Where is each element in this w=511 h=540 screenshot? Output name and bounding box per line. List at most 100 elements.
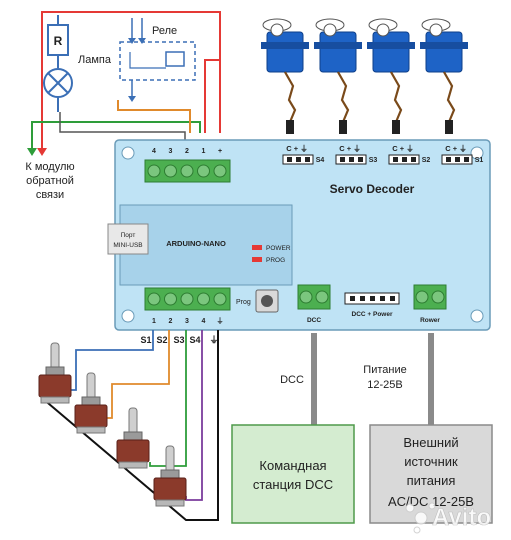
avito-watermark: Avito — [405, 502, 491, 534]
toggle-body — [116, 439, 150, 463]
header-pin — [296, 157, 301, 162]
servo-plug — [339, 120, 347, 134]
terminal-number: 3 — [185, 318, 189, 325]
mount-hole — [470, 146, 484, 160]
header-pin — [402, 157, 407, 162]
servo-body — [266, 31, 304, 73]
svg-text:MINI-USB: MINI-USB — [113, 242, 142, 249]
dcc-line-label: DCC — [280, 374, 304, 386]
terminal-screw — [197, 292, 210, 306]
led-prog-label: PROG — [266, 257, 285, 264]
toggle-terminals — [155, 499, 185, 507]
terminal-number: + — [218, 148, 222, 155]
toggle-switch-icon — [38, 342, 72, 404]
wire-label: S1 — [140, 335, 151, 345]
servo-tabs — [261, 42, 309, 49]
wire-ground — [41, 330, 219, 521]
watermark-text: Avito — [432, 504, 491, 531]
servo-header-pins: C + ⏚ — [339, 144, 360, 153]
power-label: Rower — [420, 317, 440, 324]
relay-box — [119, 41, 196, 81]
arduino-module — [119, 204, 293, 286]
servo-header-name: S4 — [316, 157, 325, 164]
servo-cable — [337, 71, 350, 123]
servo-cable — [390, 71, 403, 123]
servo-shaft — [323, 23, 337, 37]
servo-body — [319, 31, 357, 73]
command-station-1: Командная — [259, 458, 326, 473]
header-pin — [360, 296, 365, 301]
servo-cable — [443, 71, 456, 123]
servo-group — [261, 18, 468, 134]
toggle-body — [153, 477, 187, 501]
dark-wire — [59, 112, 186, 140]
wire-label: ⏚ — [209, 335, 218, 345]
servo-body — [372, 31, 410, 73]
prog-button-cap[interactable] — [261, 295, 273, 307]
header-pin — [350, 296, 355, 301]
terminal-number: 4 — [202, 318, 206, 325]
header-pin — [464, 157, 469, 162]
servo-header-name: S3 — [369, 157, 378, 164]
servo-body — [425, 31, 463, 73]
terminal-screw — [213, 292, 227, 306]
red-wire — [41, 11, 221, 150]
led-power-label: POWER — [266, 245, 291, 252]
led-power — [252, 245, 262, 250]
servo-icon — [314, 18, 362, 134]
header-pin — [340, 157, 345, 162]
wire-s1 — [70, 330, 154, 391]
toggle-nut — [45, 366, 65, 376]
header-pin — [455, 157, 460, 162]
servo-header-name: S1 — [475, 157, 484, 164]
relay-coil — [165, 51, 185, 67]
terminal-number: 3 — [169, 148, 173, 155]
header-pin — [358, 157, 363, 162]
mount-hole — [121, 146, 135, 160]
prog-label: Prog — [236, 299, 251, 306]
servo-plug — [392, 120, 400, 134]
toggle-nut — [123, 431, 143, 441]
header-pin — [287, 157, 292, 162]
terminal-number: 1 — [152, 318, 156, 325]
feedback-label-1: К модулю — [25, 161, 74, 173]
terminal-screw — [180, 292, 194, 306]
feedback-label-3: связи — [36, 189, 64, 201]
terminal-number: ⏚ — [217, 317, 224, 325]
servo-cable — [284, 71, 297, 123]
terminal-screw — [164, 292, 177, 306]
relay-circuit: R Лампа Реле К модулю обратной связи — [25, 11, 221, 201]
toggle-terminals — [76, 426, 106, 434]
resistor-label: R — [54, 34, 63, 48]
toggle-nut — [81, 396, 101, 406]
terminal-screw — [147, 292, 161, 306]
servo-header-pins: C + ⏚ — [392, 144, 413, 153]
command-station-2: станция DCC — [253, 477, 333, 492]
servo-plug — [286, 120, 294, 134]
power-line-label-1: Питание — [363, 364, 406, 376]
wire-label: S4 — [189, 335, 200, 345]
header-pin — [393, 157, 398, 162]
command-station-box: Командная станция DCC — [231, 424, 355, 524]
servo-shaft — [376, 23, 390, 37]
green-wire — [31, 121, 201, 150]
lamp-label: Лампа — [78, 54, 112, 66]
servo-icon — [367, 18, 415, 134]
servo-tabs — [420, 42, 468, 49]
feedback-label-2: обратной — [26, 175, 74, 187]
toggle-nut — [160, 469, 180, 479]
mount-hole — [121, 309, 135, 323]
dcc-power-label: DCC + Power — [352, 311, 393, 318]
external-source-3: питания — [407, 473, 456, 488]
toggle-body — [74, 404, 108, 428]
relay-label: Реле — [152, 25, 177, 37]
terminal-screw — [164, 164, 177, 178]
toggle-terminals — [40, 396, 70, 404]
header-pin — [305, 157, 310, 162]
terminal-number: 2 — [169, 318, 173, 325]
toggle-switch-icon — [116, 407, 150, 469]
servo-icon — [261, 18, 309, 134]
